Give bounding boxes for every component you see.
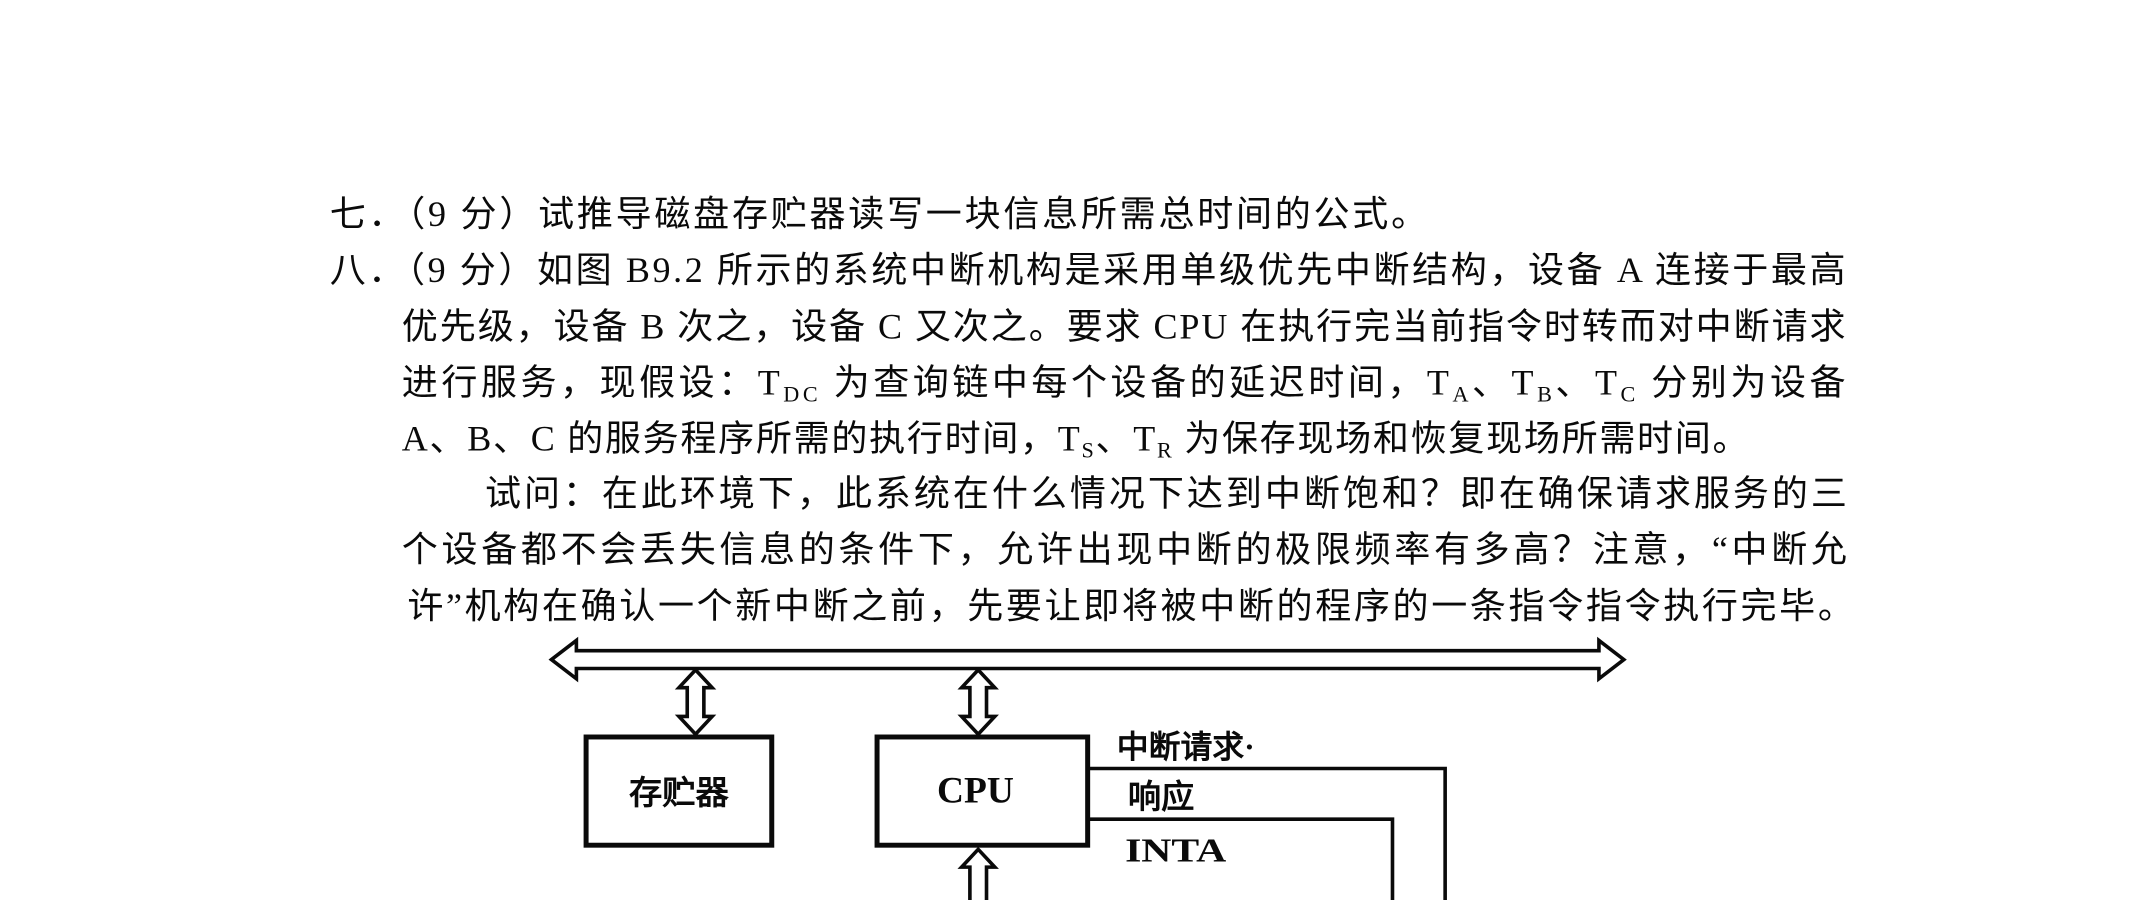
cpu-lower-arrow [957, 846, 999, 900]
question-8-line-1: 八．（9 分）如图 B9.2 所示的系统中断机构是采用单级优先中断结构，设备 A… [330, 250, 1846, 290]
question-7-text: 七．（9 分）试推导磁盘存贮器读写一块信息所需总时间的公式。 [330, 194, 1427, 234]
subscript: S [1082, 438, 1094, 463]
interrupt-request-label: 中断请求· [1117, 730, 1255, 765]
cpu-bus-arrow [957, 667, 999, 737]
question-8: 八．（9 分）如图 B9.2 所示的系统中断机构是采用单级优先中断结构，设备 A… [330, 250, 1854, 625]
cpu-label: CPU [937, 771, 1014, 812]
text-segment: 、T [1096, 419, 1156, 459]
system-bus-arrow [548, 636, 1627, 683]
subscript: A [1452, 381, 1468, 406]
text-segment: 为查询链中每个设备的延迟时间，T [821, 363, 1449, 403]
text-segment: 分别为设备 [1639, 363, 1846, 403]
text-segment: 为保存现场和恢复现场所需时间。 [1174, 419, 1749, 459]
memory-bus-arrow [674, 667, 717, 737]
cpu-box [874, 734, 1091, 848]
text-segment: 进行服务，现假设：T [402, 363, 780, 403]
question-7: 七．（9 分）试推导磁盘存贮器读写一块信息所需总时间的公式。 [330, 194, 1427, 234]
text-segment: 、T [1555, 363, 1617, 403]
question-8-line-5: 试问：在此环境下，此系统在什么情况下达到中断饱和？即在确保请求服务的三 [485, 474, 1847, 514]
interrupt-request-line [1087, 766, 1447, 900]
memory-label: 存贮器 [629, 775, 730, 812]
subscript: DC [783, 381, 817, 406]
response-label: 响应 [1128, 778, 1194, 816]
text-segment: A、B、C 的服务程序所需的执行时间，T [402, 419, 1080, 459]
text-segment: 、T [1472, 363, 1534, 403]
subscript: C [1620, 381, 1635, 406]
question-8-line-7: 许”机构在确认一个新中断之前，先要让即将被中断的程序的一条指令指令执行完毕。 [407, 586, 1854, 626]
subscript: B [1537, 381, 1552, 406]
inta-label: INTA [1125, 832, 1226, 870]
interrupt-system-diagram: 存贮器 CPU 中断请求· 响应 INTA [548, 636, 1627, 900]
question-8-line-6: 个设备都不会丢失信息的条件下，允许出现中断的极限频率有多高？注意，“中断允 [402, 530, 1847, 570]
subscript: R [1157, 438, 1172, 463]
question-8-line-2: 优先级，设备 B 次之，设备 C 又次之。要求 CPU 在执行完当前指令时转而对… [402, 307, 1846, 347]
response-line [1087, 817, 1395, 900]
memory-box [583, 734, 775, 848]
